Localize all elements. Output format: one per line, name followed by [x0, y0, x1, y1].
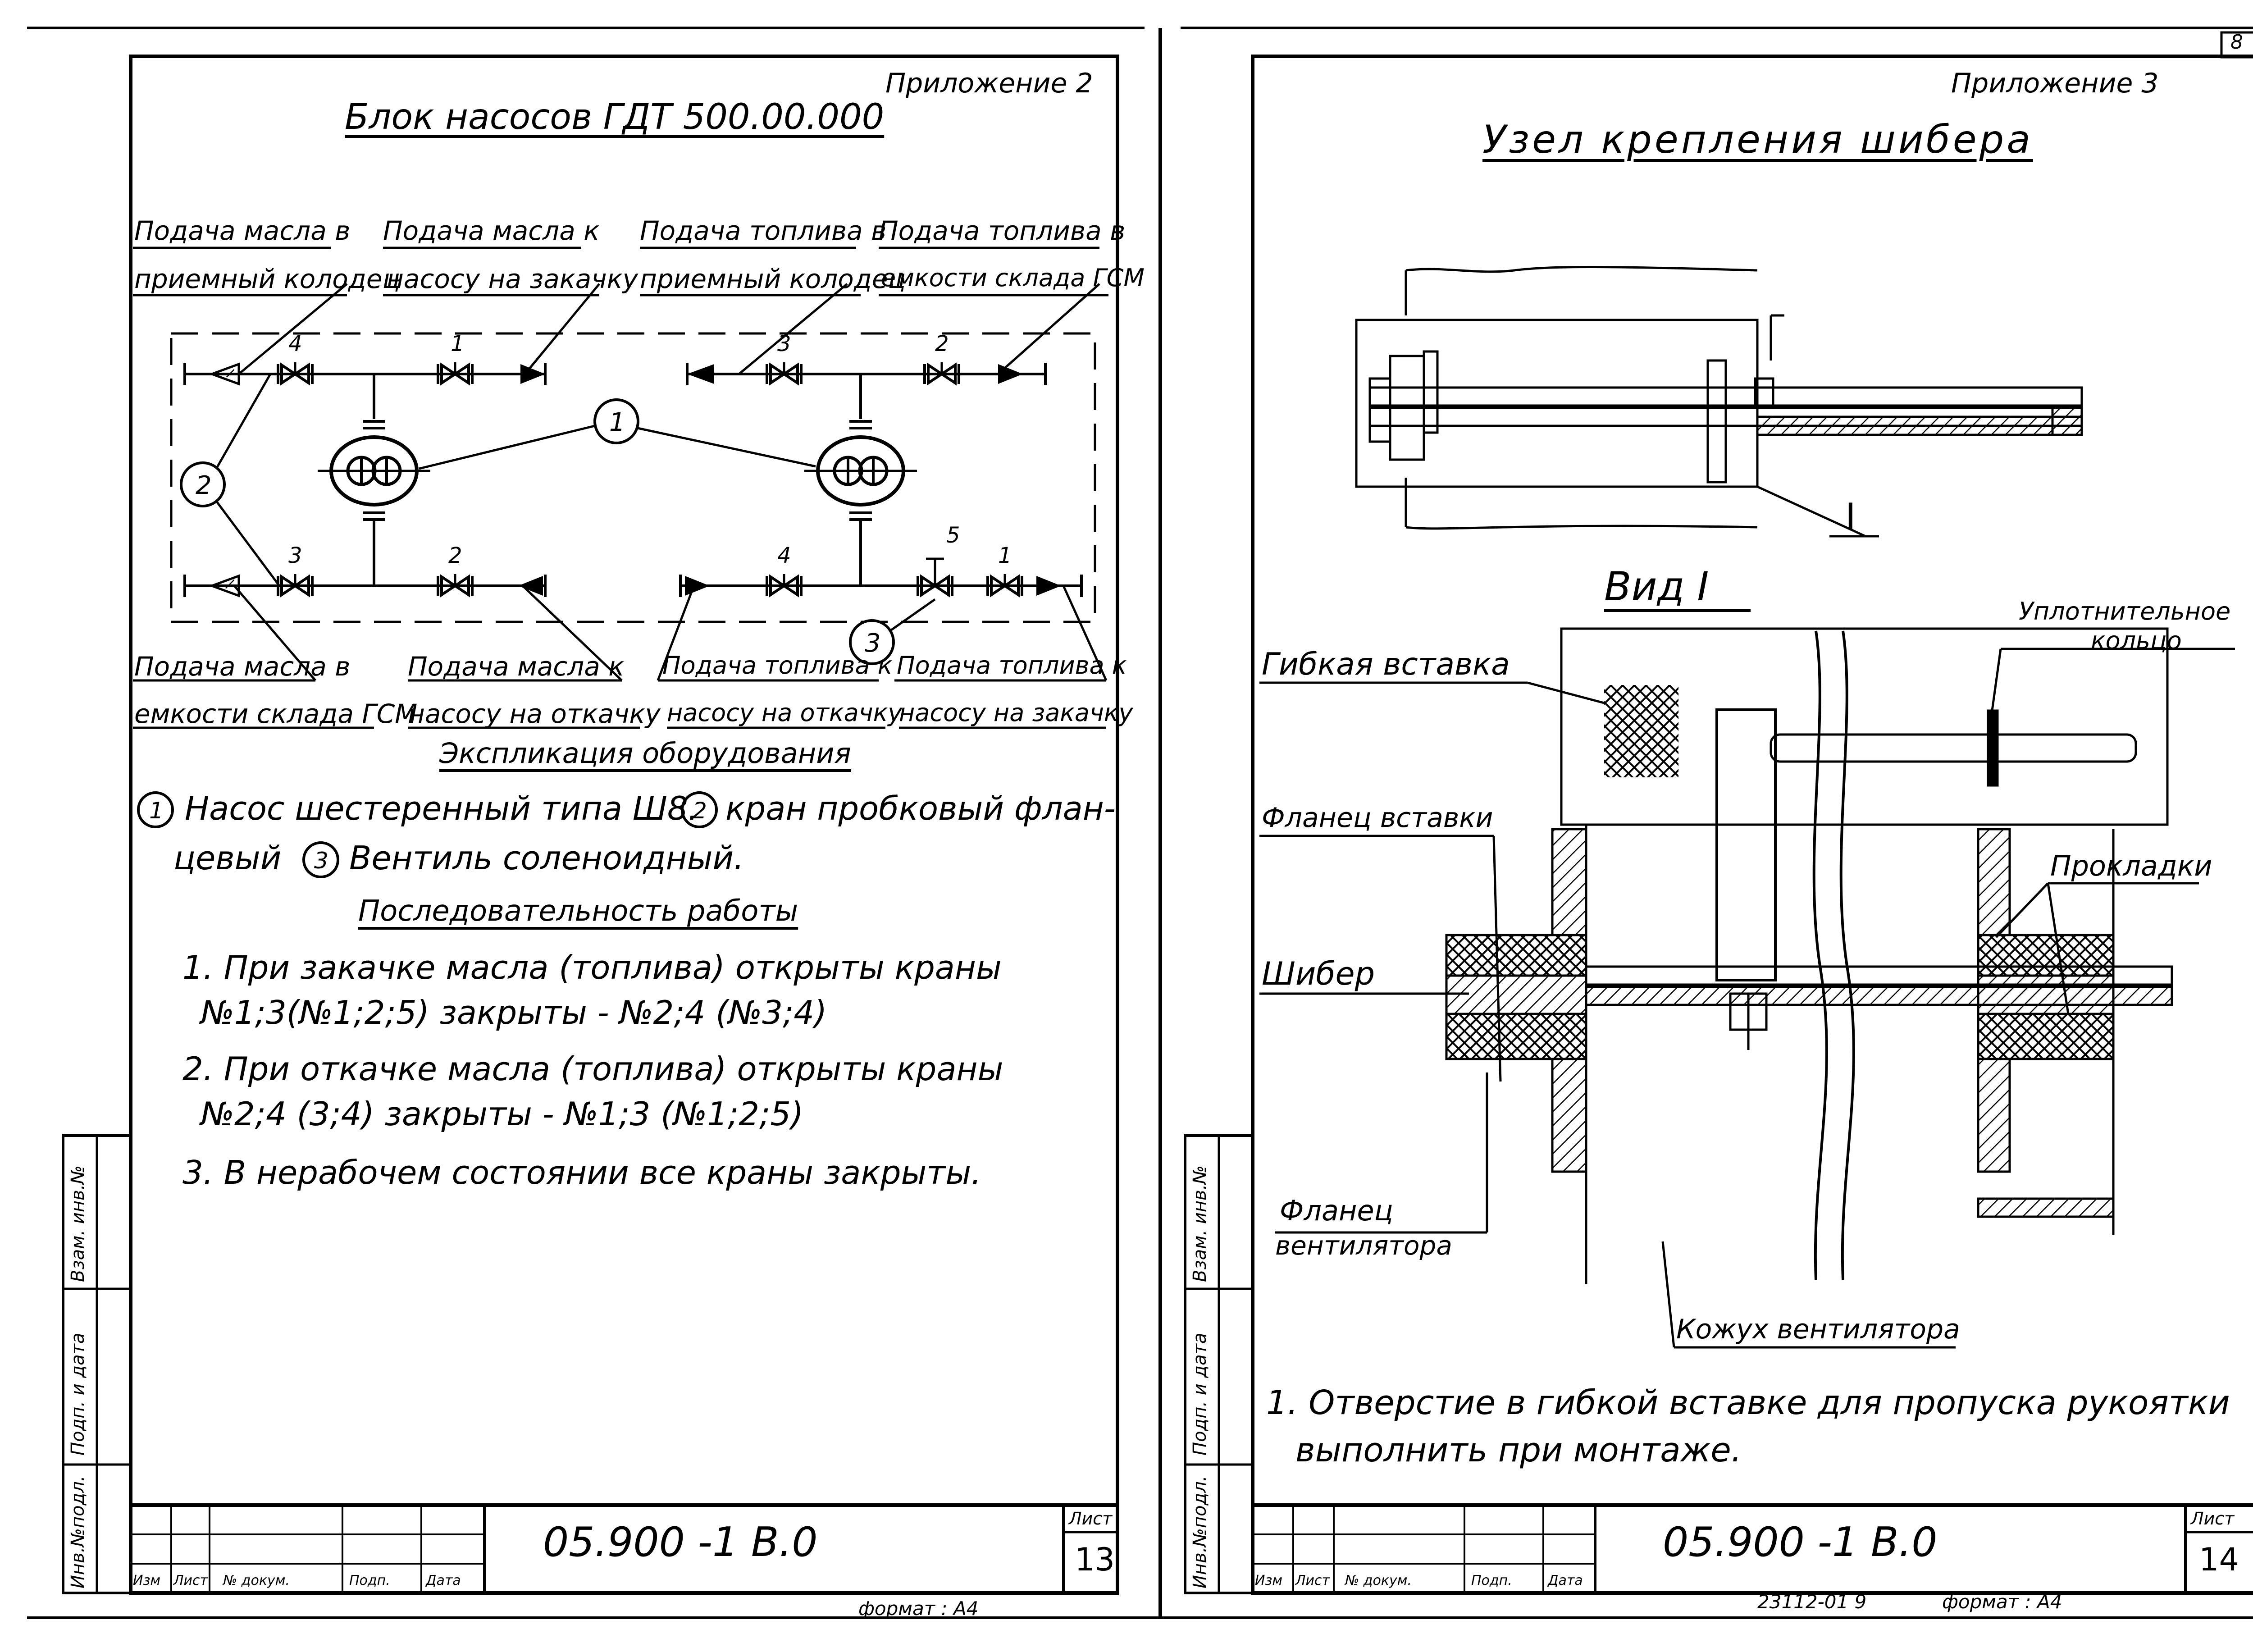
label-fuel-to-pump-fill-2: насосу на закачку: [899, 698, 1133, 727]
sheet-number-right: 14: [2199, 1541, 2239, 1578]
valve-number: 3: [288, 543, 302, 568]
step-1-line-1: 1. При закачке масла (топлива) открыты к…: [182, 949, 1002, 986]
stamp-col-sheet: Лист: [1295, 1573, 1330, 1588]
step-2-line-2: №2;4 (3;4) закрыты - №1;3 (№1;2;5): [201, 1095, 804, 1133]
side-cell-replace: Взам. инв.№: [68, 1165, 88, 1282]
label-damper: Шибер: [1262, 955, 1375, 992]
sheet-number-left: 13: [1075, 1541, 1115, 1578]
page-title-right: Узел крепления шибера: [1482, 117, 2033, 162]
sheet-marker: 8: [2230, 31, 2243, 54]
label-fuel-to-pump-drain-2: насосу на откачку: [667, 698, 903, 727]
explication-num-3: 3: [314, 848, 328, 874]
valve-number: 4: [288, 331, 302, 356]
explication-title: Экспликация оборудования: [439, 737, 851, 770]
right-sheet-frame: [1184, 31, 2253, 1595]
valve-number: 2: [935, 331, 949, 356]
explication-item-2: кран пробковый флан-: [725, 789, 1116, 827]
stamp-col-sheet: Лист: [173, 1573, 208, 1588]
explication-item-1: Насос шестеренный типа Ш8.: [185, 789, 698, 827]
section-mark: I: [1845, 496, 1856, 538]
label-fuel-to-tanks-1: Подача топлива в: [879, 215, 1126, 246]
stamp-col-signature: Подп.: [1471, 1573, 1512, 1588]
valve-number: 1: [451, 331, 465, 356]
explication-item-3: Вентиль соленоидный.: [349, 839, 744, 877]
label-gaskets: Прокладки: [2050, 849, 2212, 882]
stamp-col-change: Изм: [133, 1573, 161, 1588]
valve-number: 4: [777, 543, 791, 568]
side-cell-signdate: Подп. и дата: [1190, 1333, 1210, 1456]
stamp-col-change: Изм: [1255, 1573, 1283, 1588]
label-oil-to-receiving-well-2: приемный колодец: [134, 264, 401, 294]
view-title: Вид I: [1604, 563, 1709, 610]
stamp-col-docno: № докум.: [223, 1573, 290, 1588]
left-sheet-frame: [62, 55, 1119, 1595]
label-seal-ring-2: кольцо: [2091, 626, 2182, 655]
valve-number: 5: [946, 523, 960, 548]
label-oil-to-receiving-well-1: Подача масла в: [134, 215, 351, 246]
pump-right: [804, 437, 917, 505]
format-left: формат : А4: [858, 1597, 979, 1620]
label-fuel-to-receiving-well-2: приемный колодец: [640, 264, 906, 294]
callout-pump: 1: [609, 408, 625, 437]
step-1-line-2: №1;3(№1;2;5) закрыты - №2;4 (№3;4): [201, 994, 827, 1031]
label-fan-casing: Кожух вентилятора: [1676, 1314, 1960, 1345]
label-oil-to-pump-fill-1: Подача масла к: [383, 215, 600, 246]
stamp-col-date: Дата: [1548, 1573, 1583, 1588]
label-oil-to-tanks-1: Подача масла в: [134, 651, 351, 682]
label-fuel-to-tanks-2: емкости склада ГСМ: [881, 264, 1145, 292]
explication-item-2-cont: цевый: [173, 839, 282, 877]
pump-left: [318, 437, 430, 505]
valve-number: 3: [777, 331, 791, 356]
doc-code-right: 05.900 -1 В.0: [1663, 1519, 1938, 1566]
damper-assembly-drawing: [1259, 266, 2235, 1349]
sheet-trim-lines: [27, 27, 2253, 1619]
step-2-line-1: 2. При откачке масла (топлива) открыты к…: [182, 1050, 1003, 1088]
side-cell-inv: Инв.№подл.: [1190, 1475, 1210, 1588]
explication-num-1: 1: [149, 798, 164, 824]
note-line-2: выполнить при монтаже.: [1295, 1431, 1742, 1469]
label-oil-to-pump-drain-1: Подача масла к: [408, 651, 625, 682]
sheet-label-left: Лист: [1069, 1509, 1113, 1529]
explication-num-2: 2: [693, 798, 707, 824]
stamp-col-docno: № докум.: [1345, 1573, 1412, 1588]
note-line-1: 1. Отверстие в гибкой вставке для пропус…: [1266, 1383, 2230, 1422]
side-cell-signdate: Подп. и дата: [68, 1333, 88, 1456]
label-insert-flange: Фланец вставки: [1262, 802, 1493, 834]
format-right: формат : А4: [1942, 1591, 2062, 1613]
side-cell-inv: Инв.№подл.: [68, 1475, 88, 1588]
page-title-left: Блок насосов ГДТ 500.00.000: [345, 97, 885, 137]
label-oil-to-tanks-2: емкости склада ГСМ: [134, 698, 418, 729]
callout-plug-valve: 2: [196, 471, 212, 500]
stamp-col-date: Дата: [426, 1573, 461, 1588]
label-fan-flange-1: Фланец: [1280, 1194, 1393, 1227]
label-flexible-insert: Гибкая вставка: [1262, 647, 1510, 682]
appendix-right: Приложение 3: [1951, 68, 2159, 99]
sheet-label-right: Лист: [2191, 1509, 2235, 1529]
pump-block-schematic: [133, 246, 1108, 878]
step-3-line-1: 3. В нерабочем состоянии все краны закры…: [182, 1154, 982, 1191]
sequence-title: Последовательность работы: [358, 894, 798, 928]
label-oil-to-pump-drain-2: насосу на откачку: [408, 698, 661, 729]
label-fuel-to-pump-fill-1: Подача топлива к: [897, 651, 1127, 680]
label-fan-flange-2: вентилятора: [1275, 1230, 1452, 1261]
label-fuel-to-receiving-well-1: Подача топлива в: [640, 215, 887, 246]
side-cell-replace: Взам. инв.№: [1190, 1165, 1210, 1282]
label-fuel-to-pump-drain-1: Подача топлива к: [662, 651, 893, 680]
valve-number: 2: [448, 543, 462, 568]
appendix-left: Приложение 2: [885, 68, 1093, 99]
doc-code-left: 05.900 -1 В.0: [543, 1519, 818, 1566]
order-number: 23112-01 9: [1757, 1591, 1867, 1613]
label-oil-to-pump-fill-2: насосу на закачку: [387, 264, 638, 294]
valve-number: 1: [998, 543, 1012, 568]
label-seal-ring-1: Уплотнительное: [2019, 597, 2231, 625]
stamp-col-signature: Подп.: [349, 1573, 390, 1588]
callout-solenoid-valve: 3: [865, 629, 881, 658]
